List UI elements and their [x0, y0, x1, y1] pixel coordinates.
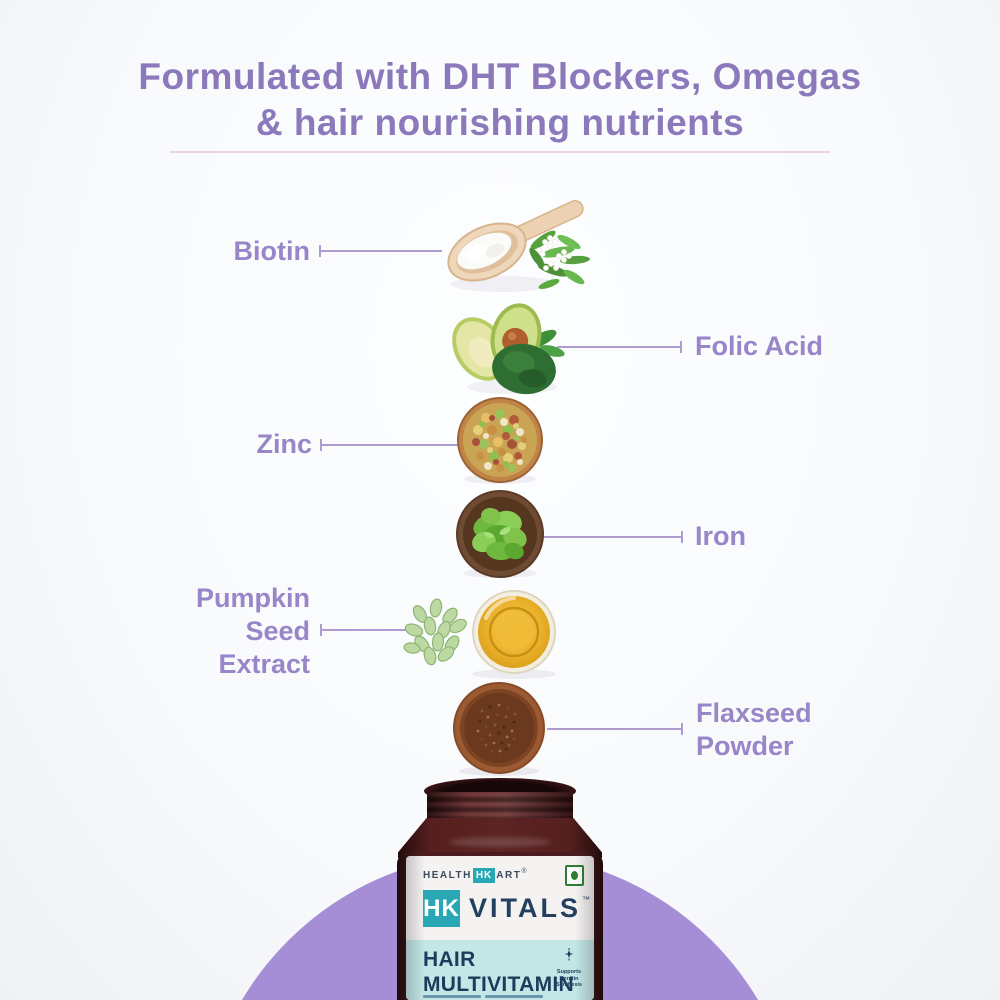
product-name: HAIR MULTIVITAMIN	[423, 947, 574, 997]
avocado-icon	[452, 303, 565, 395]
product-name-line-2: MULTIVITAMIN	[423, 972, 574, 997]
leader-line-biotin	[320, 250, 442, 252]
leader-tick-flaxseed-powder	[681, 723, 683, 735]
leader-line-folic-acid	[557, 346, 681, 348]
vitals-wordmark: VITALS	[469, 893, 581, 924]
leader-tick-zinc	[320, 439, 322, 451]
registered-mark: ®	[521, 868, 526, 875]
leader-tick-biotin	[319, 245, 321, 257]
ingredient-label-biotin: Biotin	[233, 236, 310, 266]
brand-hk-badge: HK	[472, 868, 496, 883]
product-name-line-1: HAIR	[423, 947, 574, 972]
flaxseed-powder-bowl-icon	[453, 682, 545, 776]
leader-line-flaxseed-powder	[547, 728, 682, 730]
leader-tick-folic-acid	[680, 341, 682, 353]
ingredient-label-iron: Iron	[695, 521, 746, 551]
leader-tick-iron	[681, 531, 683, 543]
leader-line-pumpkin-seed-extract	[321, 629, 421, 631]
biotin-powder-scoop-icon	[447, 200, 590, 292]
trademark-symbol: ™	[582, 895, 590, 904]
sliver-bar	[485, 995, 543, 998]
ingredient-label-folic-acid: Folic Acid	[695, 331, 824, 361]
healthkart-brand-logo: HEALTH HK ART ®	[423, 868, 527, 883]
hk-vitals-logo: HK VITALS ™	[423, 890, 590, 927]
vegetarian-mark-icon	[565, 865, 584, 886]
page-title: Formulated with DHT Blockers, Omegas & h…	[0, 54, 1000, 146]
brand-suffix: ART	[496, 870, 521, 881]
claim-line-2: Keratin	[550, 976, 588, 983]
leader-line-zinc	[321, 444, 461, 446]
ingredient-label-pumpkin-seed-extract: Pumpkin Seed Extract	[195, 583, 310, 679]
bottle-label: HEALTH HK ART ® HK VITALS ™ HAIR MULTIVI…	[406, 856, 594, 1000]
label-blue-section: HAIR MULTIVITAMIN Supports Keratin Synth…	[406, 940, 594, 1000]
leader-line-iron	[543, 536, 682, 538]
claim-line-3: Synthesis	[550, 982, 588, 989]
white-flowers	[536, 235, 572, 271]
title-line-1: Formulated with DHT Blockers, Omegas	[138, 56, 862, 97]
flax-speckles	[476, 703, 517, 753]
leafy-greens-bowl-icon	[456, 490, 544, 578]
keratin-claim: Supports Keratin Synthesis	[550, 946, 588, 989]
sliver-bar	[423, 995, 481, 998]
hk-logo-badge: HK	[423, 890, 460, 927]
keratin-synthesis-icon	[564, 948, 574, 962]
title-line-2: & hair nourishing nutrients	[255, 102, 745, 143]
pumpkin-seeds-oil-bowl-icon	[403, 590, 556, 679]
claim-line-1: Supports	[550, 969, 588, 976]
title-divider	[170, 151, 830, 153]
brand-prefix: HEALTH	[423, 870, 472, 881]
oil-bowl	[472, 590, 556, 674]
label-cylinder-shading	[406, 856, 594, 1000]
ingredient-label-zinc: Zinc	[256, 429, 312, 459]
label-bottom-text-sliver	[423, 995, 543, 998]
leader-tick-pumpkin-seed-extract	[320, 624, 322, 636]
pumpkin-seeds	[403, 598, 467, 666]
vegetarian-dot	[571, 871, 578, 880]
mixed-seeds-bowl-icon	[457, 397, 543, 484]
ingredient-label-flaxseed-powder: Flaxseed Powder	[696, 698, 812, 761]
bottle-shoulder	[398, 818, 602, 858]
